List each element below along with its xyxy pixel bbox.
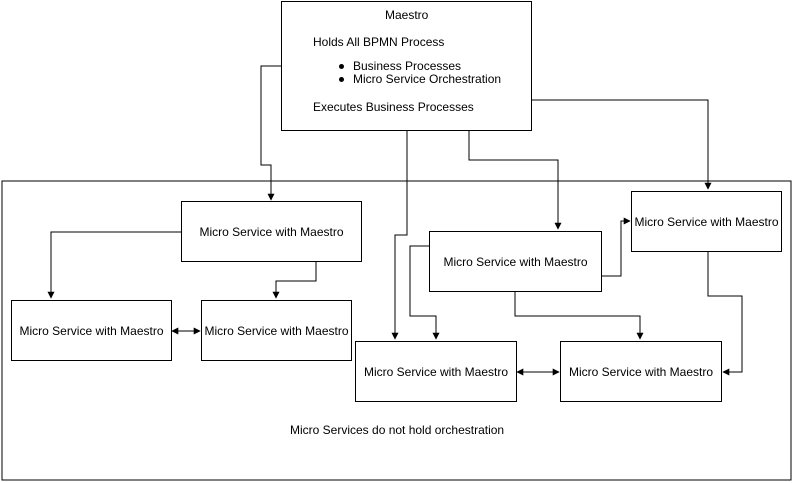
service-node-left-2[interactable]: Micro Service with Maestro [201,300,352,361]
microservices-container [1,180,792,481]
maestro-bullet-list: Business Processes Micro Service Orchest… [339,60,501,86]
edge-top-left-to-left-2 [272,262,317,299]
service-label: Micro Service with Maestro [443,254,588,269]
service-label: Micro Service with Maestro [19,323,164,338]
service-label: Micro Service with Maestro [363,364,509,379]
edge-maestro-to-top-right [531,99,712,190]
edge-center-to-top-right [602,217,631,277]
maestro-executes-text: Executes Business Processes [313,100,474,114]
edge-center-to-bottom-1 [409,245,440,340]
service-node-bottom-2[interactable]: Micro Service with Maestro [560,341,722,402]
service-label: Micro Service with Maestro [568,364,714,379]
edge-top-left-to-left-1 [47,231,181,299]
edge-maestro-to-center [468,131,562,230]
edge-maestro-to-bottom-1 [391,131,408,340]
service-node-center[interactable]: Micro Service with Maestro [429,231,602,292]
service-node-top-right[interactable]: Micro Service with Maestro [631,191,782,252]
service-node-bottom-1[interactable]: Micro Service with Maestro [355,341,517,402]
maestro-title: Maestro [385,8,429,22]
service-node-top-left[interactable]: Micro Service with Maestro [181,201,362,262]
bullet-item: Business Processes [339,60,501,73]
service-label: Micro Service with Maestro [634,214,779,229]
service-label: Micro Service with Maestro [199,224,344,239]
edge-top-right-to-bottom-2 [707,251,743,376]
service-label: Micro Service with Maestro [204,323,349,338]
bullet-item: Micro Service Orchestration [339,73,501,86]
edge-maestro-to-top-left [260,65,281,201]
maestro-holds-text: Holds All BPMN Process [313,35,445,49]
maestro-box[interactable]: Maestro Holds All BPMN Process Business … [281,1,532,131]
service-node-left-1[interactable]: Micro Service with Maestro [11,300,172,361]
edge-center-to-bottom-2 [514,291,644,340]
container-note: Micro Services do not hold orchestration [290,423,505,437]
